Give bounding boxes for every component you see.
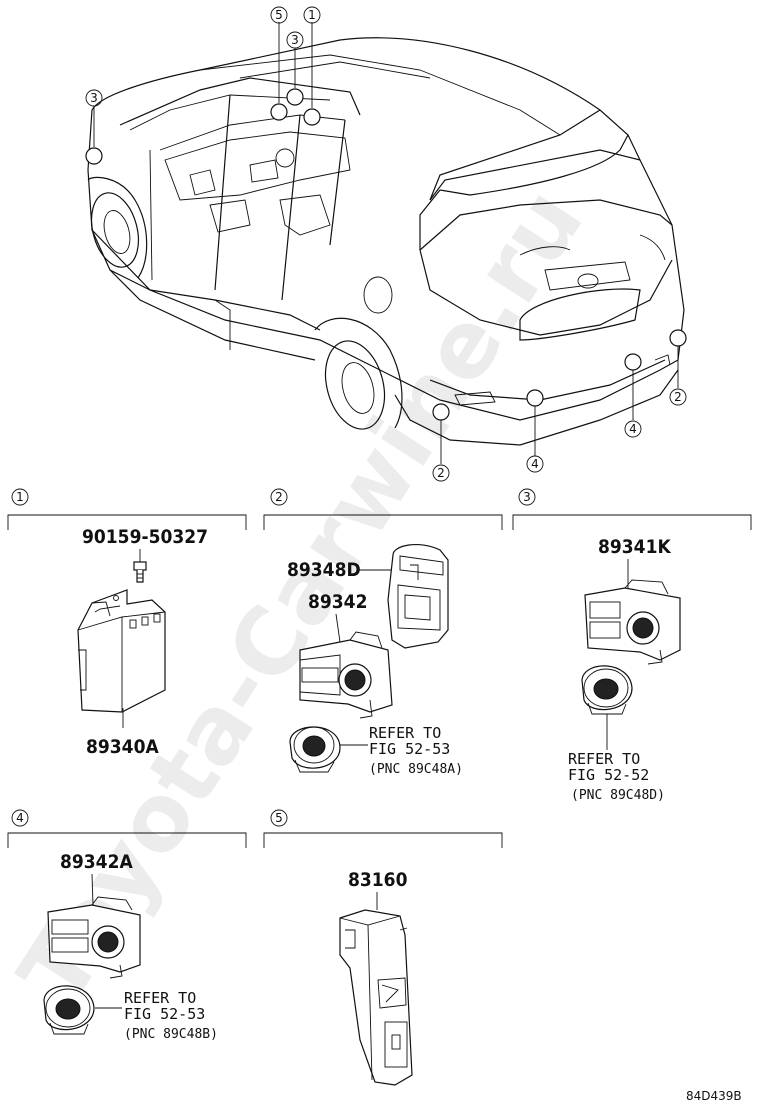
svg-text:5: 5 <box>275 811 283 825</box>
part-5-number: 83160 <box>348 869 408 891</box>
svg-text:2: 2 <box>437 466 445 480</box>
svg-text:REFER TO: REFER TO <box>568 750 640 768</box>
callout-1-top: 1 <box>303 6 321 24</box>
svg-text:FIG 52-52: FIG 52-52 <box>568 766 649 784</box>
watermark: Toyota-Carwine.ru <box>0 170 604 1022</box>
retainer-part-number: 89348D <box>287 559 361 581</box>
svg-text:(PNC 89C48B): (PNC 89C48B) <box>124 1027 218 1042</box>
sensor-3-part-number: 89341K <box>598 536 671 558</box>
svg-text:4: 4 <box>629 422 637 436</box>
svg-text:(PNC 89C48A): (PNC 89C48A) <box>369 762 463 777</box>
sensor-4-icon <box>47 896 141 979</box>
section-2: 2 89348D 89342 <box>263 488 503 777</box>
callout-4-rear-center: 4 <box>526 455 544 473</box>
svg-text:1: 1 <box>16 490 24 504</box>
sensor-4-ring-icon <box>43 985 95 1035</box>
section-4: 4 89342A REFER TO FIG 52-53 (PNC 89C48B) <box>7 809 247 1042</box>
svg-text:3: 3 <box>523 490 531 504</box>
svg-text:REFER TO: REFER TO <box>369 724 441 742</box>
svg-text:FIG 52-53: FIG 52-53 <box>124 1005 205 1023</box>
svg-text:2: 2 <box>674 390 682 404</box>
sensor-2-ring-icon <box>289 726 341 773</box>
svg-text:3: 3 <box>291 33 299 47</box>
sensor-4-part-number: 89342A <box>60 851 133 873</box>
callout-4-rear-right: 4 <box>624 420 642 438</box>
callout-3-front: 3 <box>85 89 103 107</box>
sensor-markers <box>85 88 687 421</box>
callout-2-rear-left: 2 <box>432 464 450 482</box>
svg-text:3: 3 <box>90 91 98 105</box>
computer-part-number: 89340A <box>86 736 159 758</box>
section-5: 5 83160 <box>263 809 503 1086</box>
sensor-2-icon <box>299 631 393 719</box>
part-5-module-icon <box>339 909 413 1086</box>
svg-text:1: 1 <box>308 8 316 22</box>
sensor-3-icon <box>584 579 681 665</box>
diagram-code: 84D439B <box>686 1089 742 1103</box>
svg-text:REFER TO: REFER TO <box>124 989 196 1007</box>
sensor-3-ring-icon <box>581 665 633 715</box>
sensor-2-part-number: 89342 <box>308 591 367 613</box>
bolt-part-number: 90159-50327 <box>82 526 208 548</box>
callout-2-rear-right: 2 <box>669 388 687 406</box>
vehicle-illustration <box>87 37 685 446</box>
svg-text:2: 2 <box>275 490 283 504</box>
svg-text:4: 4 <box>16 811 24 825</box>
retainer-icon <box>387 543 449 649</box>
computer-module-icon <box>77 589 166 728</box>
section-3: 3 89341K REFER TO FIG 52-52 (PNC 89C48D) <box>512 488 752 803</box>
svg-text:FIG 52-53: FIG 52-53 <box>369 740 450 758</box>
callout-3-top: 3 <box>286 31 304 49</box>
svg-text:4: 4 <box>531 457 539 471</box>
callout-leaders <box>93 22 679 464</box>
callout-5-top: 5 <box>270 6 288 24</box>
section-1: 1 90159-50327 89340A <box>7 488 247 758</box>
svg-text:(PNC 89C48D): (PNC 89C48D) <box>571 788 665 803</box>
bolt-icon <box>133 561 147 583</box>
svg-text:5: 5 <box>275 8 283 22</box>
